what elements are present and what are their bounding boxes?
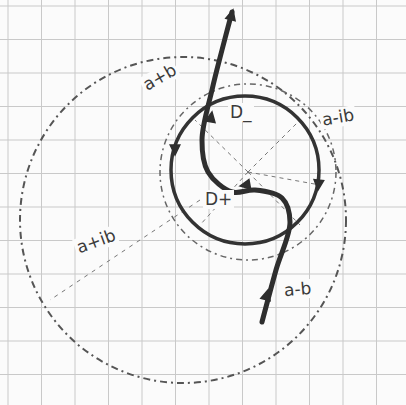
arrow-head — [206, 112, 215, 123]
grid-line — [242, 0, 243, 405]
guide-line — [248, 172, 320, 185]
guide-line — [200, 172, 248, 225]
grid-line — [108, 0, 109, 405]
grid-line — [0, 6, 406, 7]
grid-line — [41, 0, 42, 405]
grid-line — [8, 0, 9, 405]
grid-line — [0, 341, 406, 342]
grid-line — [376, 0, 377, 405]
grid-line — [0, 73, 406, 74]
arrow-head — [314, 180, 324, 190]
grid-line — [0, 173, 406, 174]
arrow-head — [226, 10, 235, 21]
grid-line — [276, 0, 277, 405]
guide-line — [50, 200, 200, 300]
guide-line — [248, 120, 300, 172]
grid-line — [343, 0, 344, 405]
arrow-head — [170, 145, 180, 155]
grid-line — [0, 307, 406, 308]
math-label: a+b — [138, 59, 182, 95]
grid-line — [175, 0, 176, 405]
s-contour — [202, 12, 290, 322]
small-circle-contour — [171, 96, 319, 244]
math-label: a-ib — [319, 105, 358, 130]
grid-line — [0, 374, 406, 375]
math-label: D_ — [228, 103, 254, 122]
outer-circle — [20, 57, 346, 383]
arrow-head — [261, 290, 270, 301]
grid-line — [0, 39, 406, 40]
arrow-head — [240, 180, 251, 189]
grid-line — [75, 0, 76, 405]
math-label: D+ — [203, 190, 234, 209]
math-label: a-b — [281, 279, 314, 300]
middle-circle — [160, 84, 336, 260]
grid-line — [142, 0, 143, 405]
math-label: a+ib — [72, 225, 120, 258]
grid-line — [0, 274, 406, 275]
